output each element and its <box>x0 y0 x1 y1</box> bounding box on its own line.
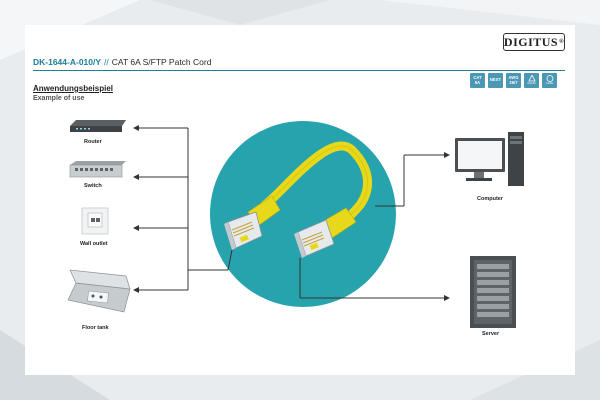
background-circle <box>210 121 396 307</box>
digitus-logo: DIGITUS® <box>503 33 565 51</box>
badge-mid: 6A <box>474 79 481 85</box>
connectors-left <box>133 125 233 293</box>
section-title-de: Anwendungsbeispiel <box>33 84 114 93</box>
floor-tank-icon <box>67 269 131 313</box>
left-rj45-plug <box>224 211 263 250</box>
product-title: DK-1644-A-010/Y//CAT 6A S/FTP Patch Cord <box>33 57 211 67</box>
router-icon <box>70 120 126 132</box>
badge-top: NEXT <box>489 77 502 83</box>
next-badge: NEXT <box>488 73 503 88</box>
server-label: Server <box>482 331 500 337</box>
connectors-right <box>299 152 450 301</box>
title-separator: // <box>104 57 109 67</box>
switch-icon <box>69 161 126 178</box>
product-description: CAT 6A S/FTP Patch Cord <box>111 57 212 67</box>
badge-mid: 26/7 <box>509 79 518 85</box>
section-title-en: Example of use <box>33 95 85 102</box>
computer-icon <box>455 132 524 186</box>
badge-top: AWG <box>508 75 519 81</box>
server-icon <box>470 256 516 328</box>
badge-small: LSZH <box>545 81 554 86</box>
patch-cable <box>224 141 373 258</box>
badge-small: RoHS <box>527 81 536 86</box>
lszh-icon <box>546 75 553 83</box>
right-rj45-plug <box>294 219 335 258</box>
registered-mark: ® <box>559 39 565 45</box>
wall-outlet-label: Wall outlet <box>80 241 108 247</box>
logo-text: DIGITUS <box>503 34 559 49</box>
rohs-badge: RoHS <box>524 73 539 88</box>
router-label: Router <box>84 139 102 145</box>
rohs-icon <box>527 75 536 82</box>
switch-label: Switch <box>84 183 102 189</box>
title-rule <box>33 70 565 71</box>
computer-label: Computer <box>477 196 503 202</box>
lszh-badge: LSZH <box>542 73 557 88</box>
floor-tank-label: Floor tank <box>82 325 109 331</box>
product-code: DK-1644-A-010/Y <box>33 57 102 67</box>
wall-outlet-icon <box>81 207 109 235</box>
badge-top: CAT <box>473 75 482 81</box>
